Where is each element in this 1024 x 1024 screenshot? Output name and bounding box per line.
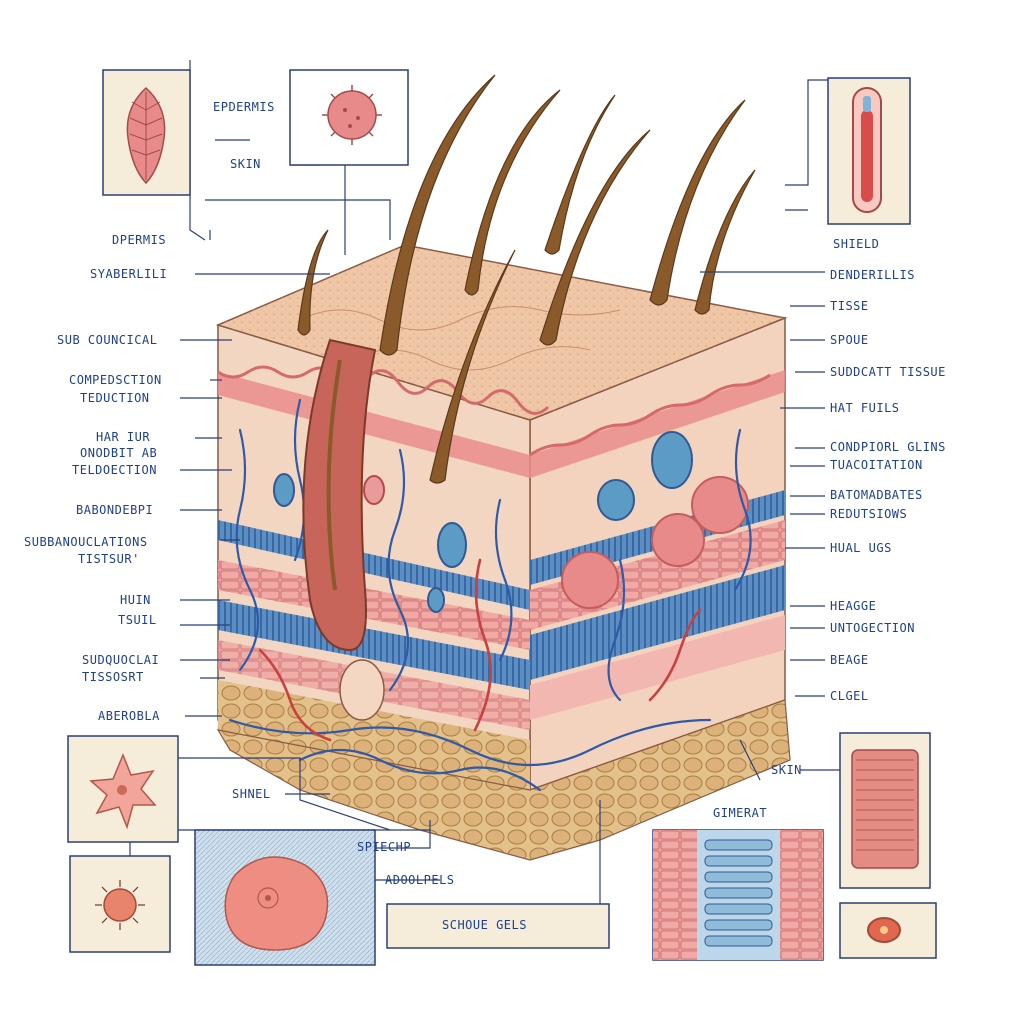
label-batomadbates: BATOMADBATES bbox=[830, 488, 923, 502]
label-syaberlili: SYABERLILI bbox=[90, 267, 168, 281]
panel-spiky-cell bbox=[289, 69, 409, 166]
label-shield: SHIELD bbox=[833, 237, 880, 251]
label-gimerat: GIMERAT bbox=[713, 806, 768, 820]
hair-follicle bbox=[302, 338, 377, 652]
panel-schoue-gels bbox=[386, 903, 610, 949]
hairs bbox=[297, 74, 756, 484]
panel-gimerat bbox=[652, 829, 824, 961]
panel-star-cell bbox=[67, 735, 179, 843]
label-shnel: SHNEL bbox=[232, 787, 271, 801]
panel-round-cell bbox=[194, 829, 376, 966]
label-denderillis: DENDERILLIS bbox=[830, 268, 915, 282]
label-subbanouclations: SUBBANOUCLATIONS bbox=[24, 535, 148, 549]
panel-thermometer bbox=[827, 77, 911, 225]
label-spiechp: SPIECHP bbox=[357, 840, 412, 854]
label-babondebpi: BABONDEBPI bbox=[76, 503, 154, 517]
label-redutsiows: REDUTSIOWS bbox=[830, 507, 908, 521]
label-untogection: UNTOGECTION bbox=[830, 621, 915, 635]
label-adoolpels: ADOOLPELS bbox=[385, 873, 455, 887]
label-condpiorl-glins: CONDPIORL GLINS bbox=[830, 440, 946, 454]
label-har-iur: HAR IUR bbox=[96, 430, 151, 444]
label-compedsction: COMPEDSCTION bbox=[69, 373, 162, 387]
leader-lines bbox=[129, 60, 840, 920]
label-teldoection: TELDOECTION bbox=[72, 463, 157, 477]
label-clgel: CLGEL bbox=[830, 689, 869, 703]
label-spoue: SPOUE bbox=[830, 333, 869, 347]
label-dpermis: DPERMIS bbox=[112, 233, 167, 247]
label-aberobla: ABEROBLA bbox=[98, 709, 160, 723]
fat-layer bbox=[216, 699, 791, 861]
label-sub-councical: SUB COUNCICAL bbox=[57, 333, 158, 347]
skin-block bbox=[215, 244, 791, 861]
label-tuacoitation: TUACOITATION bbox=[830, 458, 923, 472]
label-heagge: HEAGGE bbox=[830, 599, 877, 613]
label-hat-fuils: HAT FUILS bbox=[830, 401, 900, 415]
label-beage: BEAGE bbox=[830, 653, 869, 667]
label-huin: HUIN bbox=[120, 593, 151, 607]
label-skin-right: SKIN bbox=[771, 763, 802, 777]
panel-urchin-cell bbox=[69, 855, 171, 953]
label-suddcatt-tissue: SUDDCATT TISSUE bbox=[830, 365, 946, 379]
panel-small-cell bbox=[839, 902, 937, 959]
label-teduction: TEDUCTION bbox=[80, 391, 150, 405]
label-tisse: TISSE bbox=[830, 299, 869, 313]
label-onodbit-ab: ONODBIT AB bbox=[80, 446, 158, 460]
label-schoue-gels: SCHOUE GELS bbox=[442, 918, 527, 932]
label-sudquoclai: SUDQUOCLAI bbox=[82, 653, 160, 667]
label-tsuil: TSUIL bbox=[118, 613, 157, 627]
label-hual-ugs: HUAL UGS bbox=[830, 541, 892, 555]
panel-leaf-cell bbox=[102, 69, 191, 196]
label-epidermis-top: EPDERMIS bbox=[213, 100, 275, 114]
panel-muscle bbox=[839, 732, 931, 889]
label-tistsur: TISTSUR' bbox=[78, 552, 140, 566]
label-tissosrt: TISSOSRT bbox=[82, 670, 144, 684]
label-skin-top: SKIN bbox=[230, 157, 261, 171]
